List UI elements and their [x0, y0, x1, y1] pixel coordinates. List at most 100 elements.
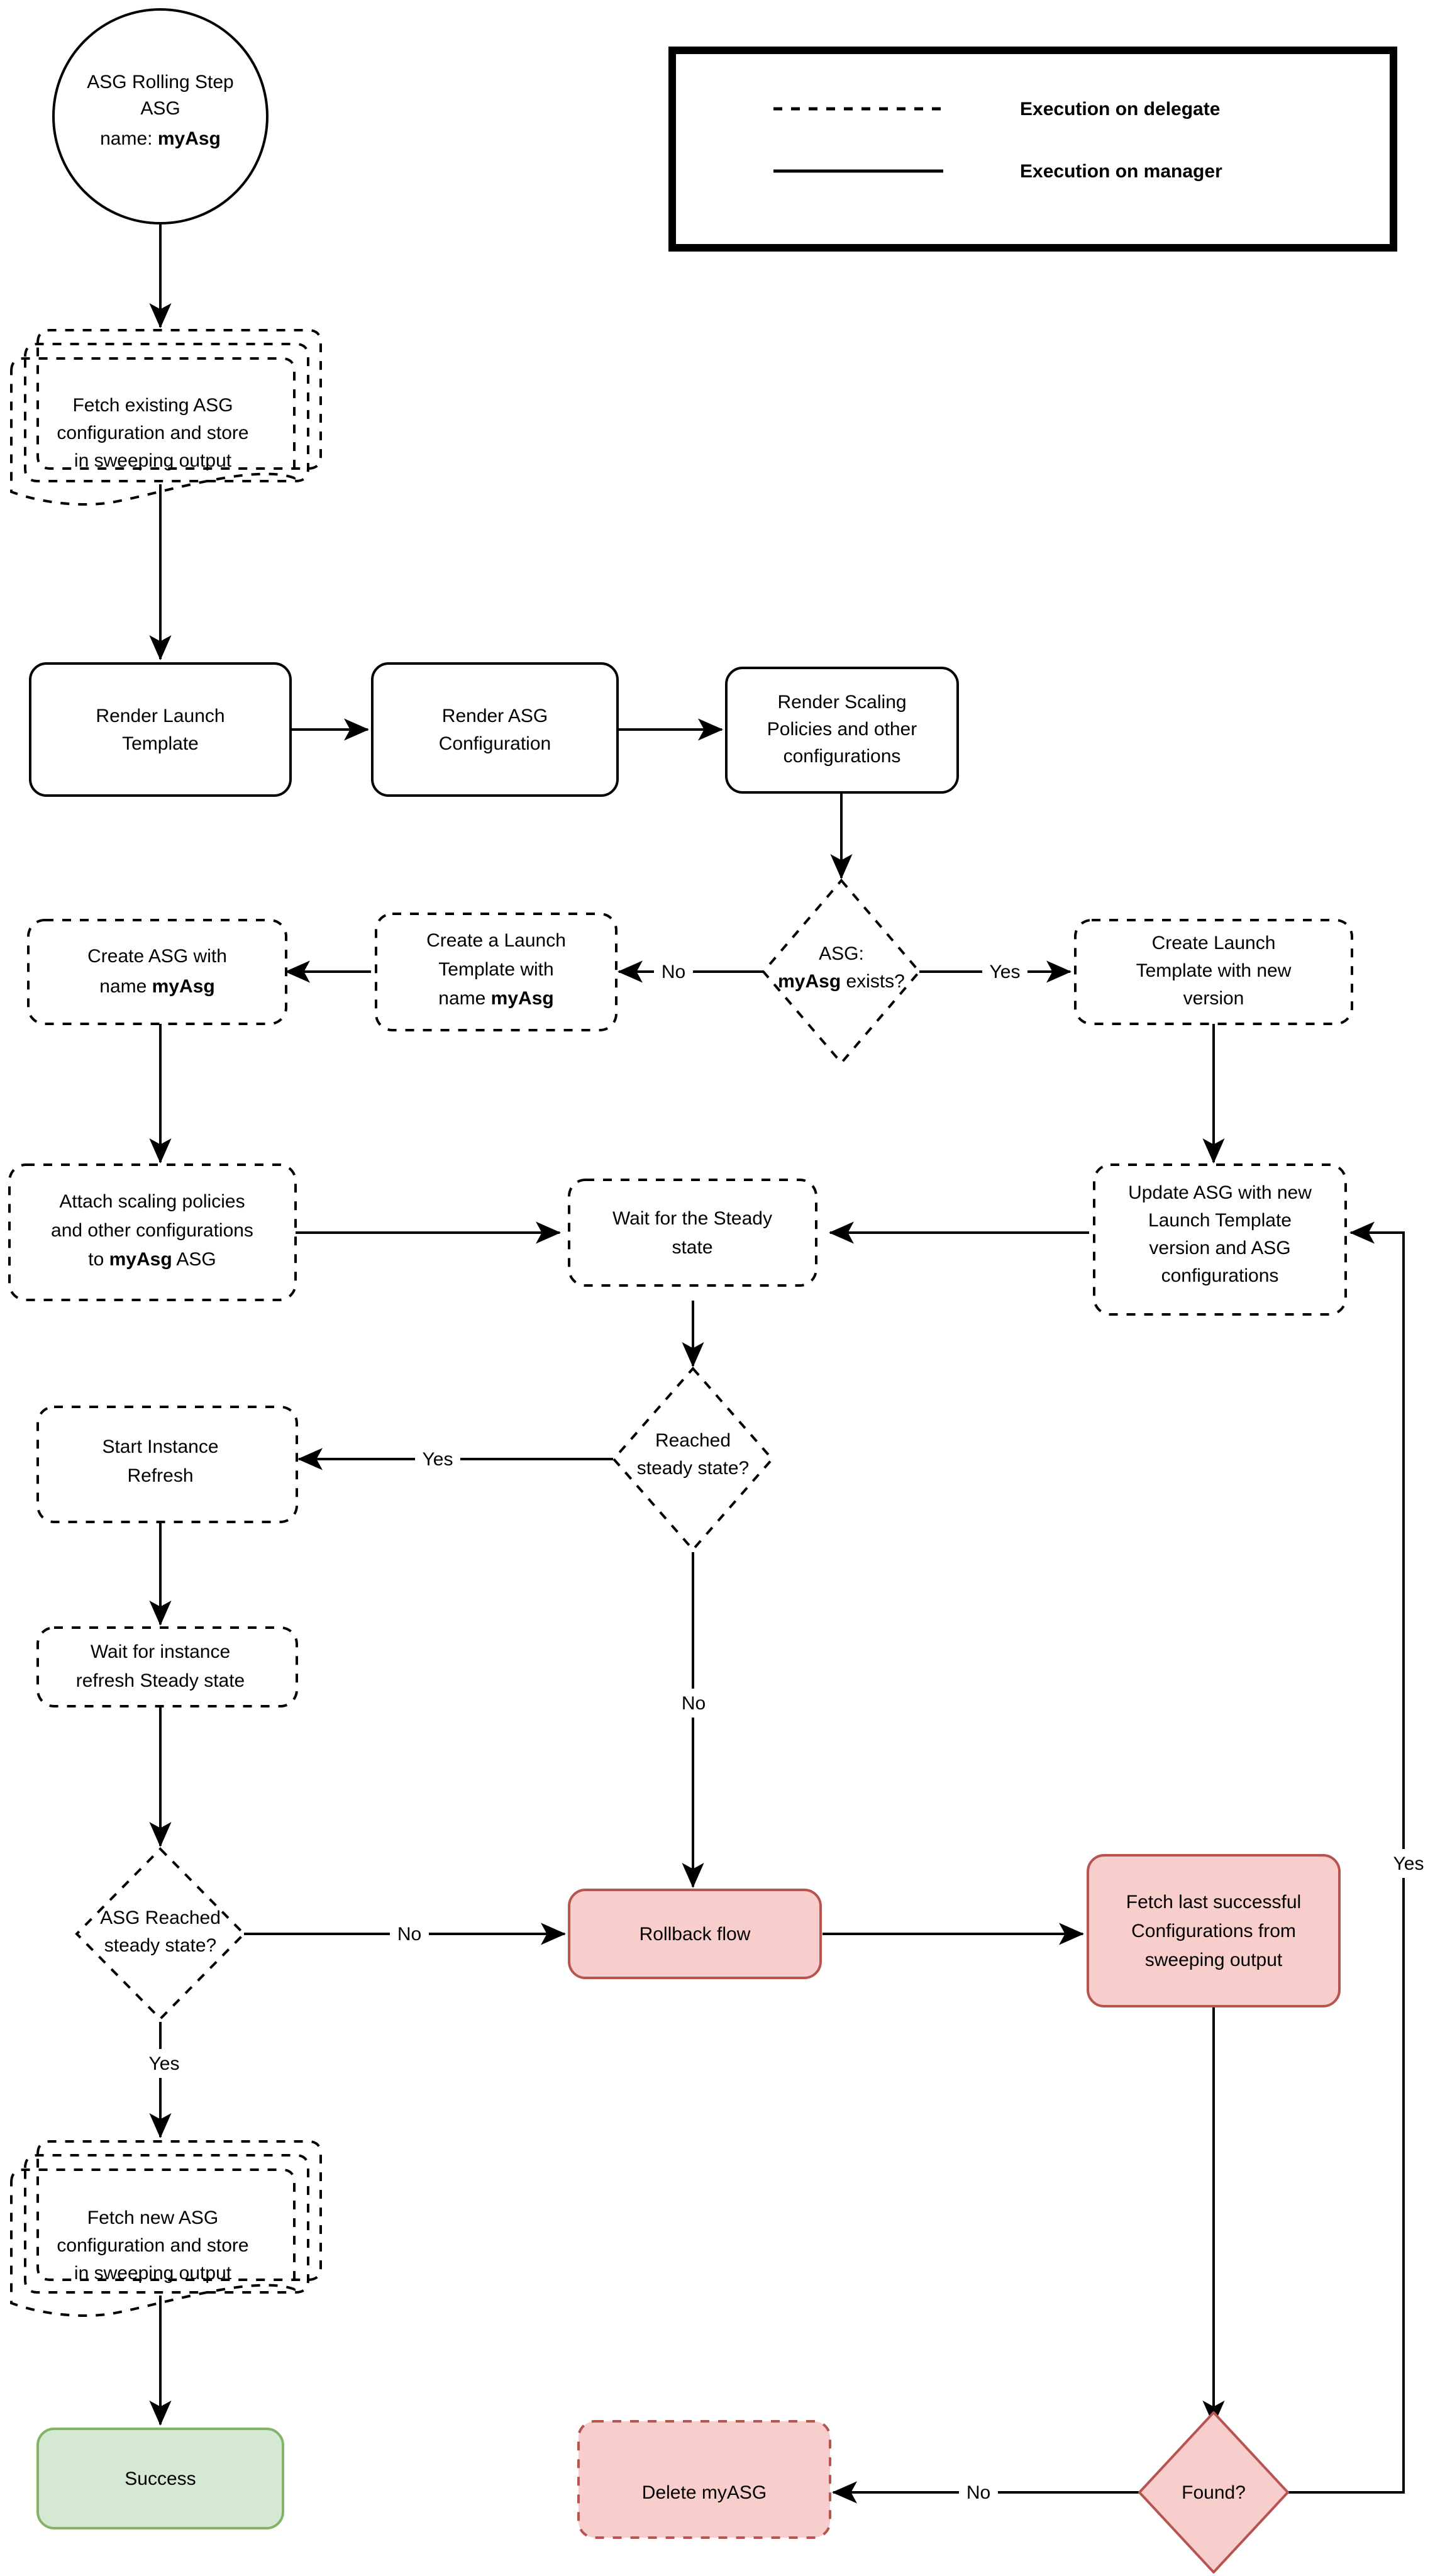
node-wait-steady[interactable]: Wait for the Steady state [568, 1179, 817, 1287]
node-create-asg[interactable]: Create ASG with name myAsg [27, 919, 287, 1025]
node-asg-reached-line2: steady state? [104, 1935, 216, 1956]
node-attach-line3-prefix: to [88, 1249, 109, 1270]
node-wait-instance-refresh[interactable]: Wait for instance refresh Steady state [36, 1626, 298, 1707]
node-create-asg-line2: name myAsg [99, 976, 214, 997]
node-wait-steady-line1: Wait for the Steady [612, 1208, 772, 1229]
node-fetch-existing[interactable]: Fetch existing ASG configuration and sto… [10, 329, 322, 506]
node-render-launch-line1: Render Launch [96, 706, 224, 726]
edge-label-reached-steady-yes: Yes [423, 1449, 453, 1470]
node-attach-line2: and other configurations [51, 1220, 253, 1241]
fetch-new-doc-back [36, 2140, 322, 2281]
edge-label-bg-asg-exists-yes [982, 957, 1027, 986]
fetch-existing-doc-mid [24, 343, 309, 482]
node-found-decision[interactable]: Found? [1138, 2411, 1289, 2573]
node-render-asg-line1: Render ASG [442, 706, 548, 726]
node-delete-myasg[interactable]: Delete myASG [577, 2420, 831, 2539]
node-fetch-new-asg[interactable]: Fetch new ASG configuration and store in… [10, 2140, 322, 2317]
node-render-asg-line2: Configuration [439, 733, 551, 754]
node-wait-refresh-line1: Wait for instance [91, 1641, 230, 1662]
node-start-refresh-line1: Start Instance [102, 1436, 218, 1457]
node-attach-line3: to myAsg ASG [88, 1249, 216, 1270]
node-wait-refresh-line2: refresh Steady state [76, 1670, 245, 1691]
node-found-label: Found? [1182, 2482, 1246, 2503]
node-create-a-lt-line3: name myAsg [438, 988, 553, 1009]
edge-label-bg-reached-steady-no [674, 1689, 713, 1718]
node-start-line3-strong: myAsg [158, 128, 221, 149]
node-fetch-last-line2: Configurations from [1131, 1921, 1296, 1941]
node-success-label: Success [125, 2468, 196, 2489]
node-reached-steady-decision[interactable]: Reached steady state? [612, 1366, 774, 1552]
node-render-asg-config[interactable]: Render ASG Configuration [371, 662, 619, 797]
node-start-instance-refresh[interactable]: Start Instance Refresh [36, 1406, 298, 1523]
node-fetch-last-successful[interactable]: Fetch last successful Configurations fro… [1087, 1854, 1341, 2007]
node-create-asg-line2-prefix: name [99, 976, 152, 997]
node-fetch-new-line3: in sweeping output [74, 2263, 232, 2284]
node-update-asg-line3: version and ASG [1149, 1238, 1290, 1258]
node-fetch-existing-line3: in sweeping output [74, 450, 232, 471]
node-create-a-lt-line3-strong: myAsg [491, 988, 554, 1009]
node-render-launch-line2: Template [122, 733, 199, 754]
node-asg-exists-decision[interactable]: ASG: myAsg exists? [762, 878, 921, 1065]
node-reached-steady-line2: steady state? [637, 1458, 749, 1479]
edge-label-asg-exists-no: No [662, 962, 685, 982]
fetch-new-doc-front [10, 2168, 296, 2317]
node-success[interactable]: Success [36, 2428, 284, 2529]
node-start-refresh-line2: Refresh [127, 1465, 193, 1486]
edge-label-asg-exists-yes: Yes [990, 962, 1021, 982]
node-update-asg-line1: Update ASG with new [1128, 1182, 1312, 1203]
node-attach-scaling-policies[interactable]: Attach scaling policies and other config… [8, 1163, 297, 1301]
node-create-lt-new-line1: Create Launch [1152, 933, 1276, 953]
fetch-existing-doc-front [10, 357, 296, 506]
edge-label-bg-asg-reached-no [390, 1919, 429, 1948]
node-create-a-lt-line3-prefix: name [438, 988, 490, 1009]
node-update-asg[interactable]: Update ASG with new Launch Template vers… [1093, 1163, 1347, 1316]
node-fetch-new-line1: Fetch new ASG [87, 2207, 218, 2228]
edge-label-bg-found-yes [1383, 1849, 1434, 1878]
fetch-new-doc-mid [24, 2154, 309, 2294]
node-create-a-lt-line1: Create a Launch [426, 930, 566, 951]
node-attach-line3-strong: myAsg [109, 1249, 172, 1270]
edge-label-found-yes: Yes [1393, 1853, 1424, 1874]
node-start-line1: ASG Rolling Step [87, 72, 233, 92]
node-create-asg-line2-strong: myAsg [152, 976, 215, 997]
node-create-asg-line1: Create ASG with [87, 946, 227, 967]
node-create-launch-template-new-version[interactable]: Create Launch Template with new version [1074, 919, 1353, 1025]
edge-label-found-no: No [966, 2482, 990, 2503]
node-rollback-flow-label: Rollback flow [640, 1924, 751, 1945]
node-start-line2: ASG [140, 98, 180, 119]
node-fetch-last-line3: sweeping output [1145, 1950, 1283, 1970]
edge-label-asg-reached-no: No [397, 1924, 421, 1945]
node-start[interactable]: ASG Rolling Step ASG name: myAsg [52, 8, 269, 225]
node-create-a-launch-template[interactable]: Create a Launch Template with name myAsg [375, 913, 618, 1031]
node-attach-line1: Attach scaling policies [59, 1191, 245, 1212]
node-render-scaling-line1: Render Scaling [777, 692, 906, 713]
node-update-asg-line4: configurations [1161, 1265, 1279, 1286]
node-asg-reached-steady-decision[interactable]: ASG Reached steady state? [75, 1847, 246, 2021]
node-render-scaling-line2: Policies and other [767, 719, 917, 740]
node-render-scaling-policies[interactable]: Render Scaling Policies and other config… [725, 667, 959, 794]
nodes-layer: ASG Rolling Step ASG name: myAsg Fetch e… [8, 8, 1353, 2573]
node-start-line3-prefix: name: [100, 128, 158, 149]
legend: Execution on delegate Execution on manag… [668, 47, 1397, 252]
node-render-launch-template[interactable]: Render Launch Template [29, 662, 292, 797]
node-wait-steady-line2: state [672, 1237, 712, 1258]
node-reached-steady-line1: Reached [655, 1430, 731, 1451]
edge-label-asg-reached-yes: Yes [149, 2053, 180, 2074]
node-update-asg-line2: Launch Template [1148, 1210, 1292, 1231]
edge-label-bg-reached-steady-yes [415, 1445, 460, 1474]
edge-label-reached-steady-no: No [682, 1693, 706, 1714]
edge-label-bg-asg-reached-yes [141, 2049, 187, 2078]
node-asg-exists-line2-strong: myAsg [778, 971, 841, 992]
node-asg-exists-line1: ASG: [819, 943, 864, 964]
node-rollback-flow[interactable]: Rollback flow [568, 1889, 822, 1979]
node-create-lt-new-line3: version [1183, 988, 1244, 1009]
legend-label-delegate: Execution on delegate [1020, 99, 1220, 119]
node-asg-exists-line2-rest: exists? [841, 971, 905, 992]
node-fetch-last-line1: Fetch last successful [1126, 1892, 1301, 1913]
node-fetch-new-line2: configuration and store [57, 2235, 248, 2256]
node-asg-exists-line2: myAsg exists? [778, 971, 905, 992]
node-asg-reached-line1: ASG Reached [100, 1907, 221, 1928]
node-fetch-existing-line2: configuration and store [57, 423, 248, 443]
fetch-existing-doc-back [36, 329, 322, 470]
edge-label-bg-found-no [959, 2478, 998, 2507]
